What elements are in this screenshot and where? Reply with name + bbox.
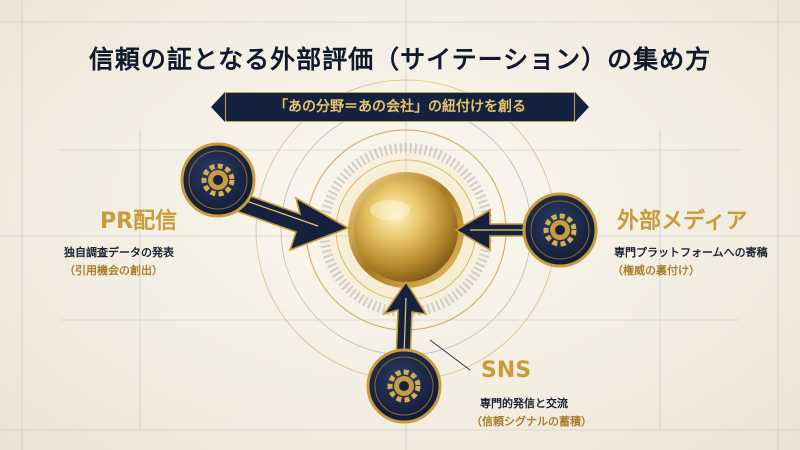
node-sns bbox=[366, 348, 442, 424]
sns-sub: （信頼シグナルの蓄積） bbox=[471, 415, 592, 428]
gear-icon bbox=[387, 369, 421, 403]
node-media bbox=[522, 192, 598, 268]
pr-label: PR配信 bbox=[100, 209, 178, 234]
gear-icon bbox=[543, 213, 577, 247]
tagline-banner: 「あの分野＝あの会社」の紐付けを創る bbox=[225, 92, 575, 122]
sns-desc: 専門的発信と交流 bbox=[480, 397, 568, 410]
banner-left-tip bbox=[211, 92, 225, 122]
gold-hub bbox=[348, 172, 464, 288]
media-label: 外部メディア bbox=[617, 209, 748, 234]
media-sub: （権威の裏付け） bbox=[612, 264, 700, 277]
pr-desc: 独自調査データの発表 bbox=[64, 246, 174, 259]
leader-line bbox=[429, 339, 471, 371]
sns-label: SNS bbox=[481, 358, 532, 383]
media-desc: 専門プラットフォームへの寄稿 bbox=[614, 246, 768, 259]
pr-sub: （引用機会の創出） bbox=[64, 264, 163, 277]
banner-right-tip bbox=[575, 92, 589, 122]
node-pr bbox=[180, 142, 256, 218]
page-title: 信頼の証となる外部評価（サイテーション）の集め方 bbox=[88, 45, 712, 74]
gear-icon bbox=[201, 163, 235, 197]
